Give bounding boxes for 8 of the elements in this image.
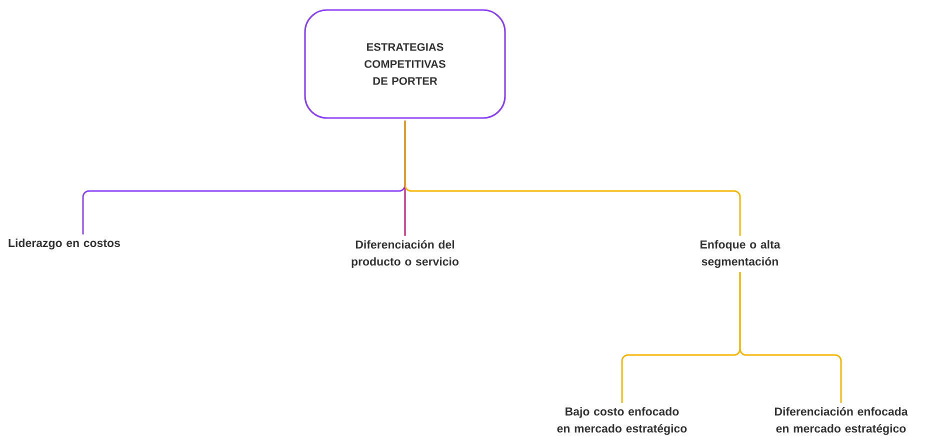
node-text: Diferenciación enfocada en mercado estratégico xyxy=(775,407,908,435)
node-text: Bajo costo enfocado en mercado estratégico xyxy=(557,407,687,435)
node-text: Enfoque o alta segmentación xyxy=(700,240,780,268)
node-text: Diferenciación del producto o servicio xyxy=(352,240,459,268)
connector-line xyxy=(739,272,842,403)
node-text: Liderazgo en costos xyxy=(8,238,120,250)
connector-line xyxy=(404,120,741,236)
title-box: ESTRATEGIAS COMPETITIVAS DE PORTER xyxy=(304,9,506,119)
